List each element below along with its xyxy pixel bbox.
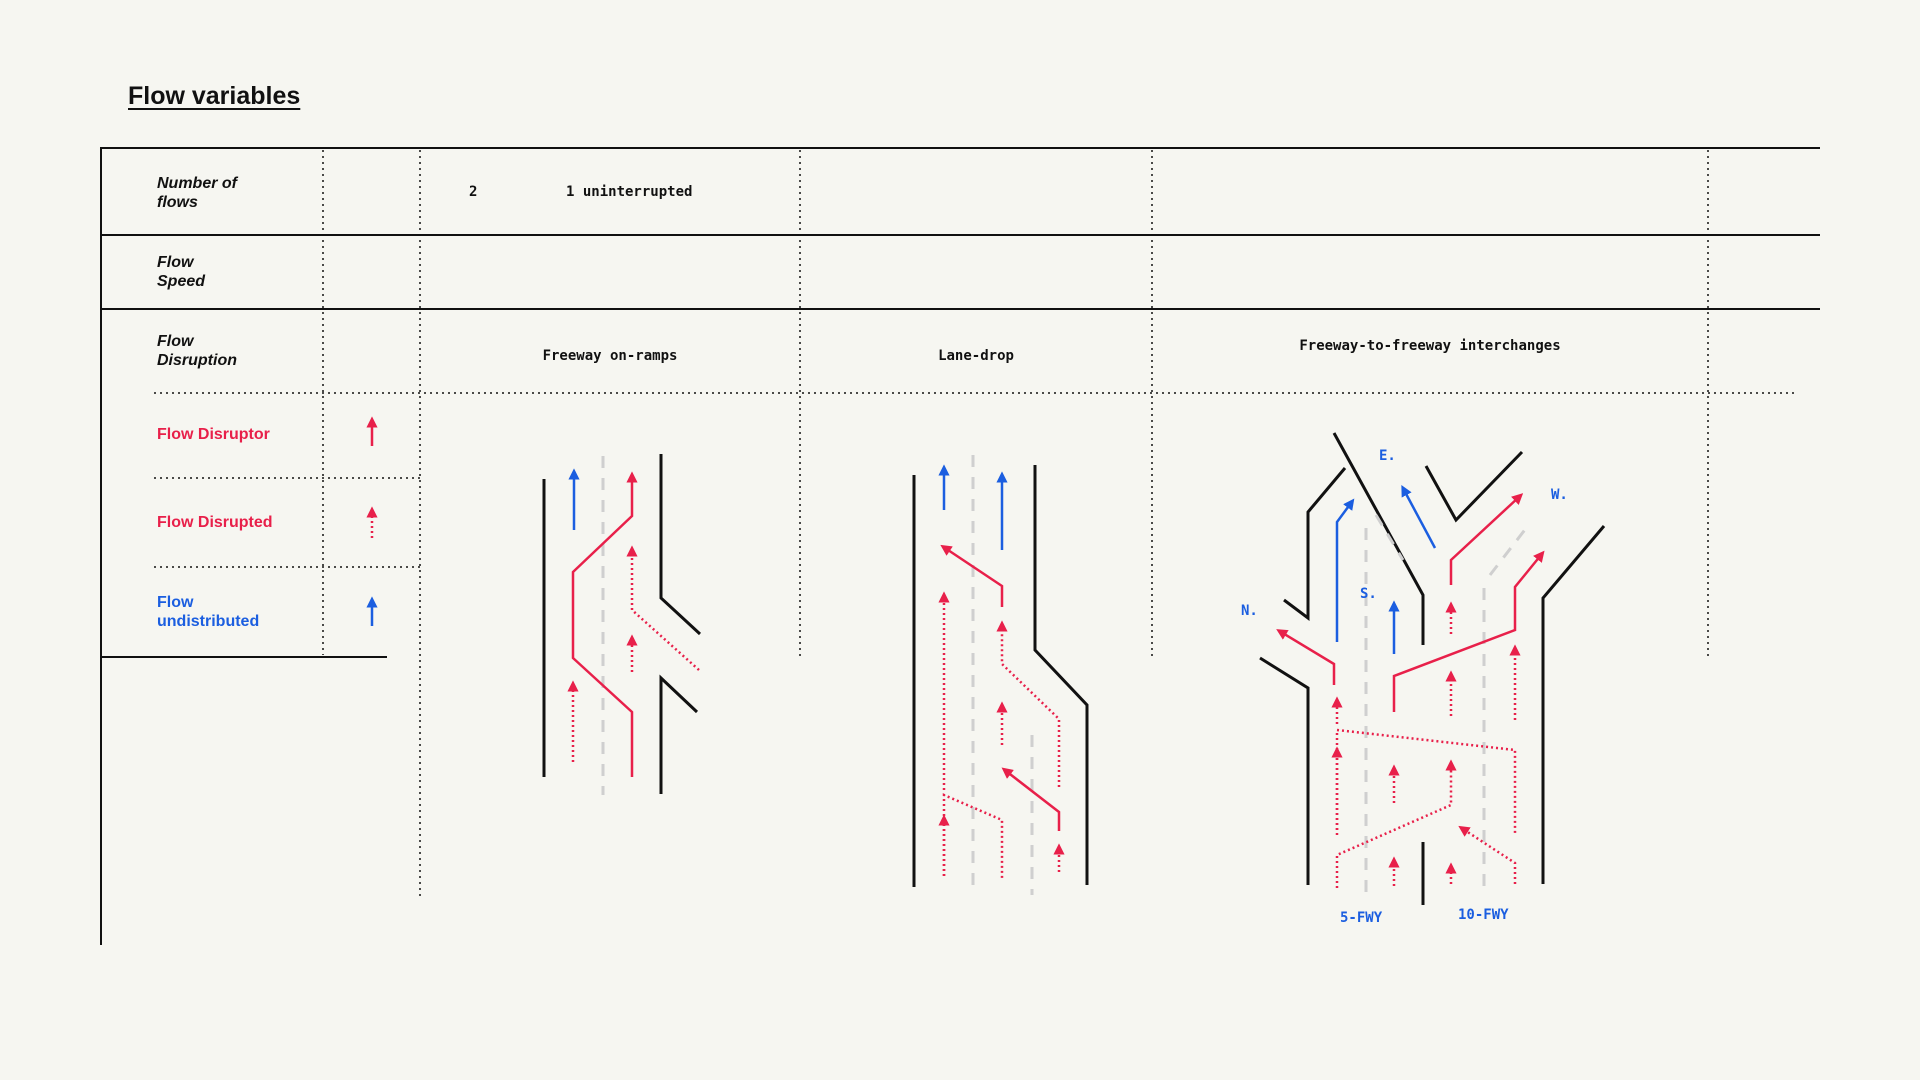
legend-flow-disrupted: Flow Disrupted (157, 514, 273, 531)
direction-label-south: S. (1360, 586, 1377, 602)
direction-label-west: W. (1551, 487, 1568, 503)
direction-label-north: N. (1241, 603, 1258, 619)
table-grid (100, 147, 1820, 945)
freeway-label-5: 5-FWY (1340, 910, 1383, 926)
column-title-lanedrop: Lane-drop (938, 348, 1014, 364)
column-title-interchange: Freeway-to-freeway interchanges (1299, 338, 1561, 354)
direction-label-east: E. (1379, 448, 1396, 464)
legend-flow-disruptor: Flow Disruptor (157, 426, 270, 443)
column-title-onramps: Freeway on-ramps (542, 348, 678, 364)
row-label-flow-speed: Flow Speed (157, 254, 206, 290)
flows-count: 2 (469, 184, 478, 200)
flows-description: 1 uninterrupted (566, 184, 693, 200)
row-label-flow-disruption: Flow Disruption (157, 333, 237, 369)
onramps-diagram (542, 454, 702, 795)
lanedrop-diagram (912, 455, 1089, 895)
row-label-number-of-flows: Number of flows (157, 175, 237, 211)
page-title: Flow variables (128, 82, 301, 110)
freeway-label-10: 10-FWY (1458, 907, 1509, 923)
legend-flow-undistributed: Flow undistributed (157, 594, 260, 630)
interchange-diagram (1259, 432, 1606, 905)
